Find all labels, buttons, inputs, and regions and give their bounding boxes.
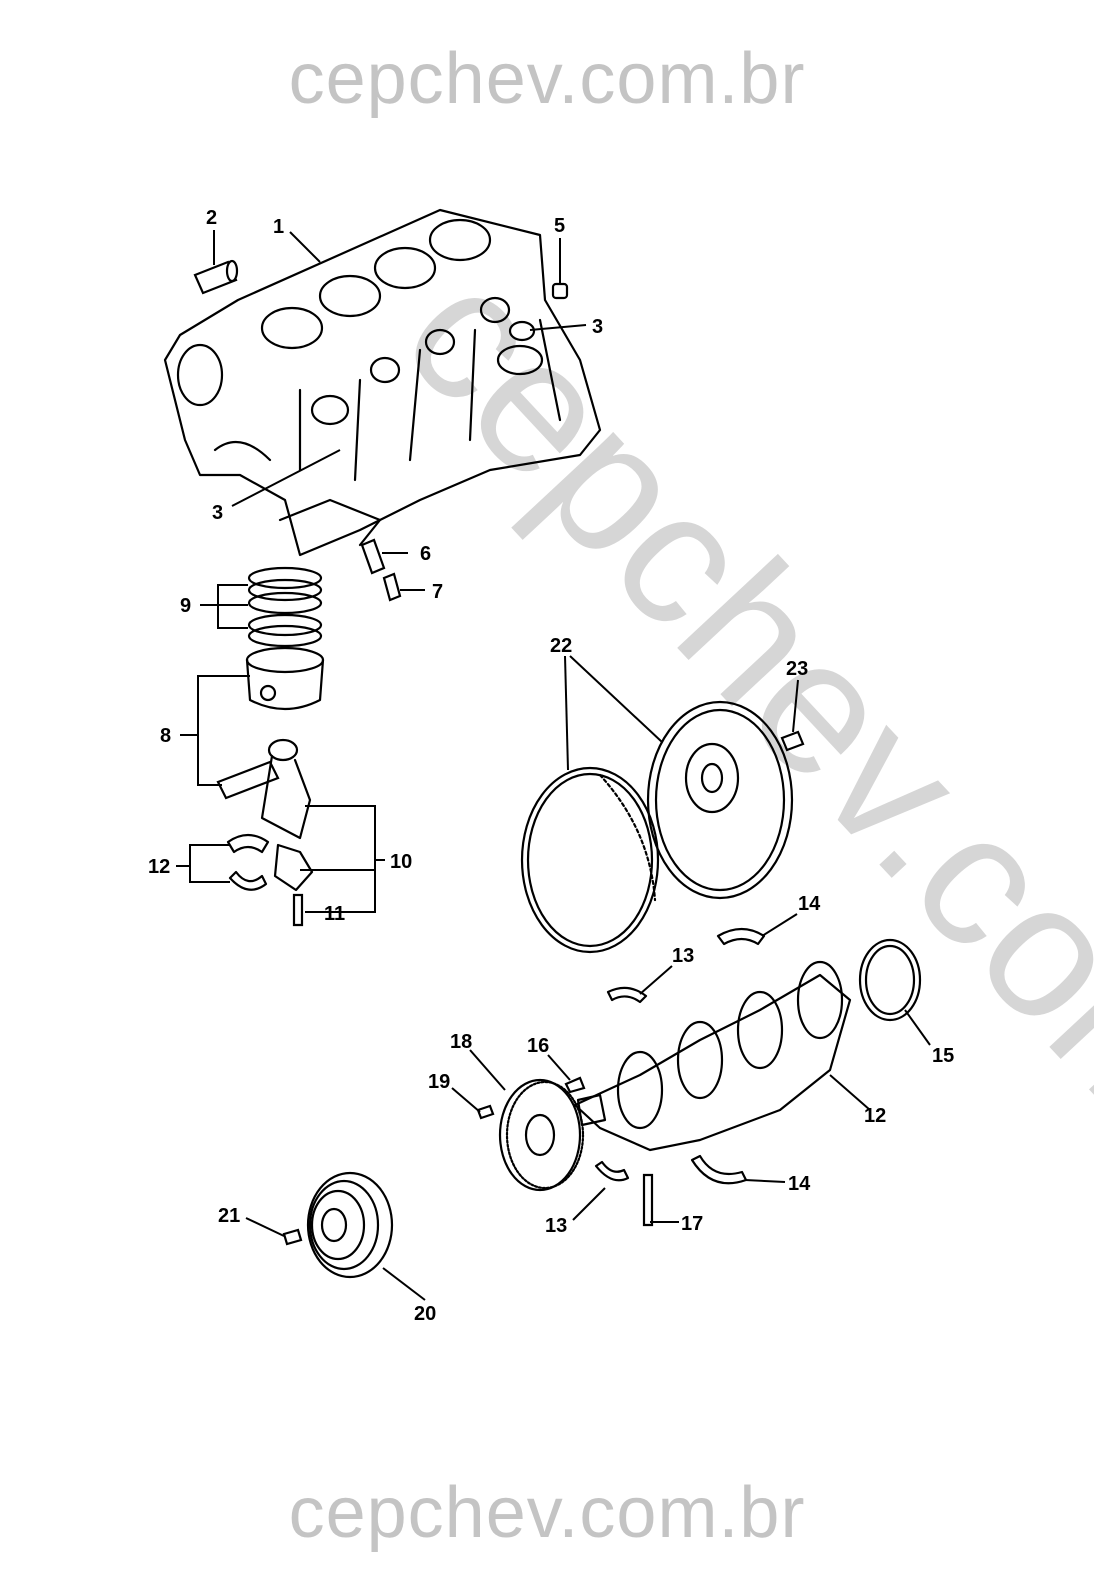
- main-cap-bolt-drawing: [642, 1173, 654, 1227]
- flywheel-bolt-drawing: [780, 730, 805, 752]
- callout-5: 6: [420, 543, 431, 565]
- connecting-rod-drawing: [260, 738, 314, 927]
- plug-drawing: [551, 282, 569, 300]
- watermark-bottom: cepchev.com.br: [288, 1473, 806, 1553]
- callout-1: 1: [273, 216, 284, 238]
- flywheel-drawing: [520, 700, 794, 954]
- rod-bearings-drawing: [226, 833, 270, 891]
- callout-19: 19: [428, 1071, 450, 1093]
- callout-18: 18: [450, 1031, 472, 1053]
- leader-lines: [176, 230, 931, 1301]
- pulley-bolt-drawing: [282, 1228, 303, 1246]
- callout-3-right: 3: [592, 316, 603, 338]
- callout-14-lower: 14: [788, 1173, 811, 1195]
- callout-labels: 2 1 5 3 3 6 7 9 8 10 12 11 22 23 14 13 1…: [148, 207, 954, 1325]
- reluctor-wheel-drawing: [498, 1078, 585, 1192]
- callout-22: 22: [550, 635, 572, 657]
- dowel-pin-drawing: [360, 538, 386, 575]
- plug-small-drawing: [382, 572, 402, 602]
- piston-rings-drawing: [247, 566, 323, 648]
- main-bearing-upper-drawing: [716, 927, 766, 946]
- rear-seal-drawing: [858, 938, 922, 1022]
- callout-14-upper: 14: [798, 893, 821, 915]
- woodruff-key-drawing: [564, 1076, 586, 1094]
- callout-16: 16: [527, 1035, 549, 1057]
- main-bearing-lower-drawing: [594, 1160, 630, 1182]
- crankshaft-drawing: [573, 960, 852, 1152]
- expansion-plug-drawing: [508, 320, 536, 342]
- callout-3-left: 3: [212, 502, 223, 524]
- callout-9: 10: [390, 851, 412, 873]
- callout-13-lower: 13: [545, 1215, 567, 1237]
- callout-4: 5: [554, 215, 565, 237]
- callout-12: 12: [864, 1105, 886, 1127]
- watermark-top: cepchev.com.br: [288, 39, 806, 119]
- dowel-sleeve-drawing: [193, 259, 239, 295]
- callout-20-number: 20: [414, 1303, 436, 1325]
- callout-6: 7: [432, 581, 443, 603]
- callout-8: 9: [180, 595, 191, 617]
- main-bearing-upper-drawing: [606, 986, 648, 1004]
- callout-17: 17: [681, 1213, 703, 1235]
- screw-drawing: [476, 1104, 495, 1120]
- callout-13-upper: 13: [672, 945, 694, 967]
- callout-10: 11: [324, 903, 345, 925]
- callout-21: 21: [218, 1205, 240, 1227]
- callout-2: 2: [206, 207, 217, 229]
- callout-15: 15: [932, 1045, 954, 1067]
- callout-23: 23: [786, 658, 808, 680]
- callout-11: 12: [148, 856, 170, 878]
- callout-7: 8: [160, 725, 171, 747]
- engine-block-drawing: [163, 208, 602, 557]
- crankshaft-pulley-drawing: [306, 1171, 394, 1279]
- piston-drawing: [216, 646, 325, 800]
- main-bearing-lower-drawing: [690, 1154, 748, 1185]
